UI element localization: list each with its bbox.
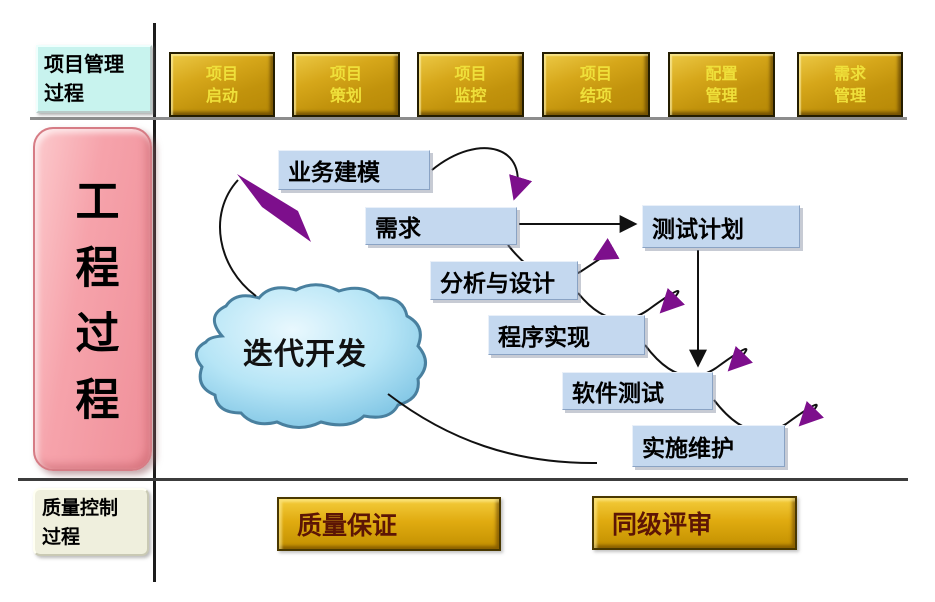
- flow-box-label: 业务建模: [288, 159, 380, 186]
- engineering-process-label-text: 工程过程: [67, 178, 119, 442]
- requirements-box: 需求: [365, 207, 517, 245]
- project-management-process-label: 项目管理 过程: [36, 45, 152, 113]
- bottom-band-divider-line: [18, 478, 908, 481]
- program-implementation-box: 程序实现: [488, 315, 645, 355]
- flow-box-label: 实施维护: [642, 435, 734, 462]
- button-label-line: 管理: [833, 85, 866, 105]
- button-label: 质量保证: [297, 511, 398, 540]
- button-label-line: 项目: [205, 63, 238, 83]
- iterative-development-cloud-label: 迭代开发: [243, 337, 367, 372]
- flow-box-label: 分析与设计: [440, 269, 555, 297]
- button-label-line: 策划: [329, 85, 362, 105]
- flow-box-label: 程序实现: [498, 324, 590, 351]
- button-label-line: 需求: [833, 63, 866, 83]
- quality-control-process-label: 质量控制 过程: [33, 488, 149, 556]
- top-band-divider-line: [30, 117, 907, 120]
- button-label-line: 结项: [579, 85, 612, 105]
- button-label-line: 管理: [705, 85, 738, 105]
- iteration-loop-up-arrow: [219, 179, 257, 297]
- button-label-line: 项目: [579, 63, 612, 83]
- project-monitoring-button[interactable]: 项目 监控: [417, 52, 524, 117]
- deployment-maintenance-box: 实施维护: [632, 425, 785, 467]
- requirements-management-button[interactable]: 需求 管理: [797, 52, 903, 117]
- flow-box-label: 测试计划: [652, 215, 744, 243]
- label-line: 过程: [42, 525, 81, 548]
- test-plan-box: 测试计划: [642, 205, 800, 248]
- arc-business-to-requirements: [431, 147, 533, 201]
- quality-assurance-button[interactable]: 质量保证: [277, 497, 501, 551]
- button-label-line: 项目: [329, 63, 362, 83]
- peer-review-button[interactable]: 同级评审: [592, 496, 797, 550]
- analysis-design-box: 分析与设计: [430, 261, 578, 300]
- button-label-line: 监控: [454, 85, 487, 105]
- button-label: 同级评审: [612, 510, 713, 539]
- configuration-management-button[interactable]: 配置 管理: [668, 52, 775, 117]
- project-planning-button[interactable]: 项目 策划: [292, 52, 400, 117]
- label-line: 项目管理: [44, 52, 124, 76]
- project-closing-button[interactable]: 项目 结项: [542, 52, 650, 117]
- label-line: 质量控制: [42, 497, 119, 519]
- button-label-line: 启动: [205, 85, 238, 105]
- project-initiation-button[interactable]: 项目 启动: [169, 52, 275, 117]
- button-label-line: 项目: [454, 63, 487, 83]
- button-label-line: 配置: [705, 63, 738, 83]
- flow-box-label: 需求: [375, 215, 421, 242]
- vertical-divider-line: [153, 23, 156, 582]
- business-modeling-box: 业务建模: [278, 150, 430, 190]
- engineering-process-label: 工程过程: [33, 127, 152, 471]
- flow-box-label: 软件测试: [572, 380, 664, 407]
- software-testing-box: 软件测试: [562, 372, 713, 410]
- label-line: 过程: [44, 81, 84, 105]
